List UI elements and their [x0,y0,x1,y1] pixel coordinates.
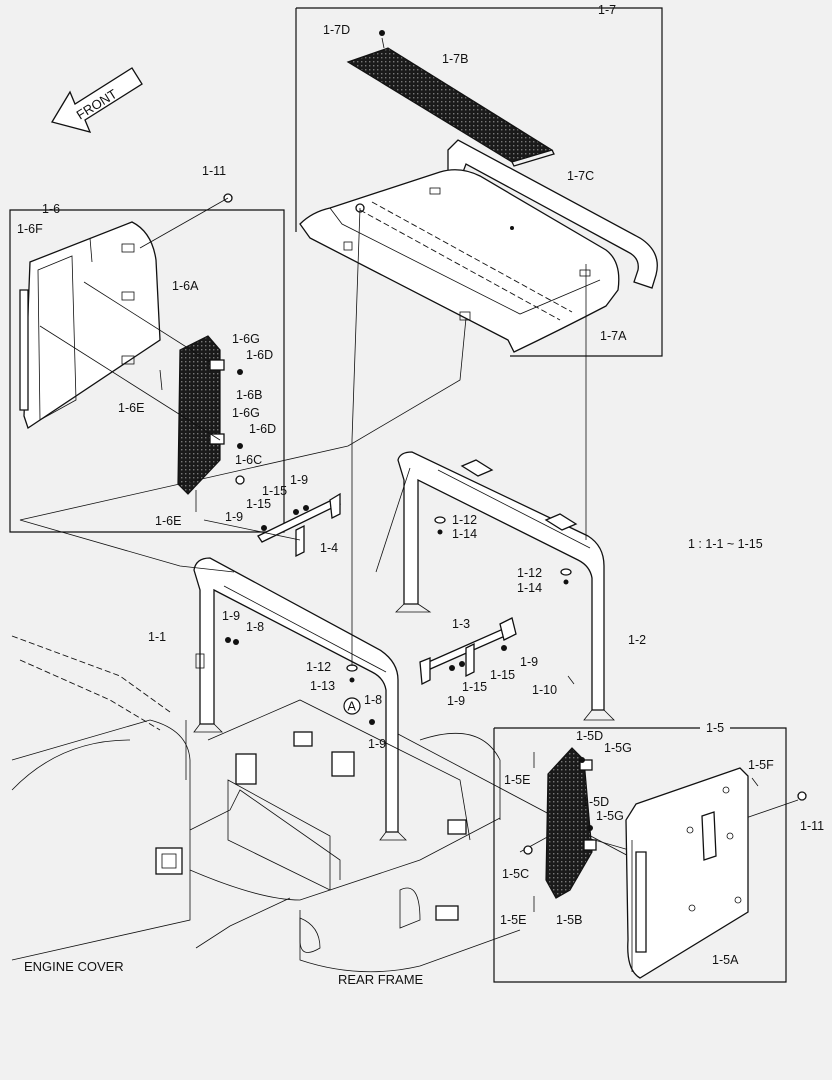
callout-1-6f: 1-6F [17,222,43,236]
leader-lines [19,37,799,861]
callout-1-9-f: 1-9 [368,737,386,751]
part-1-7c-seal [447,139,658,289]
bolt-1-7d-icon [379,30,385,36]
part-1-2-rear-frame [395,451,615,721]
fasteners-frame [225,505,572,725]
part-1-6a-door [19,221,161,430]
callout-1-14-a: 1-14 [452,527,477,541]
part-1-6b-grille [177,335,225,495]
callout-1-15-d: 1-15 [490,668,515,682]
callout-1-6d-1: 1-6D [246,348,273,362]
callout-1-9-c: 1-9 [222,609,240,623]
callout-1-11-top: 1-11 [202,164,226,178]
rear-frame-label: REAR FRAME [338,972,424,987]
callout-1-15-a: 1-15 [262,484,287,498]
callout-1-9-e: 1-9 [520,655,538,669]
callout-1-15-b: 1-15 [246,497,271,511]
callout-1-5b: 1-5B [556,913,582,927]
part-1-7a-roof [299,169,620,353]
callout-1-5: 1-5 [706,721,724,735]
callout-1-2: 1-2 [628,633,646,647]
callout-1-12-c: 1-12 [306,660,331,674]
callout-1-11-right: 1-11 [800,819,824,833]
part-1-5a-door [625,767,749,979]
callout-1-6g-2: 1-6G [232,406,260,420]
callout-1-9-b: 1-9 [225,510,243,524]
callout-1-7d: 1-7D [323,23,350,37]
part-1-3-bracket [419,617,517,686]
callout-1-4: 1-4 [320,541,338,555]
ratio-note: 1 : 1-1 ~ 1-15 [688,537,763,551]
callout-1-5d-2: 1-5D [582,795,609,809]
callout-1-8-b: 1-8 [364,693,382,707]
callout-1-7c: 1-7C [567,169,594,183]
callout-1-9-d: 1-9 [447,694,465,708]
callout-1-7b: 1-7B [442,52,468,66]
callout-1-14-b: 1-14 [517,581,542,595]
callout-1-5a: 1-5A [712,953,739,967]
part-1-1-front-frame [193,557,407,841]
callout-1-8-a: 1-8 [246,620,264,634]
part-1-7b-grille [346,47,555,167]
callout-1-1: 1-1 [148,630,166,644]
marker-a-icon: A [343,697,361,715]
callout-1-6e-2: 1-6E [155,514,181,528]
fasteners-1-5 [523,757,807,855]
part-1-4-bracket [257,492,341,558]
callout-1-15-c: 1-15 [462,680,487,694]
callout-1-6d-2: 1-6D [249,422,276,436]
part-1-5b-grille [545,747,597,899]
group-box-1-5 [493,727,787,983]
callout-1-6: 1-6 [42,202,60,216]
leader-1-5f [751,777,759,787]
callout-1-12-a: 1-12 [452,513,477,527]
callout-1-6e-1: 1-6E [118,401,144,415]
callout-1-5e-1: 1-5E [504,773,530,787]
engine-cover-label: ENGINE COVER [24,959,124,974]
callout-1-5e-2: 1-5E [500,913,526,927]
leader-1-6e [159,369,163,391]
callout-1-9-a: 1-9 [290,473,308,487]
callout-1-6g-1: 1-6G [232,332,260,346]
callout-1-10: 1-10 [532,683,557,697]
callout-1-7: 1-7 [598,3,616,17]
callout-labels: 1-7 1-7D 1-7B 1-7C 1-7A 1-11 1-6 1-6F 1-… [17,3,824,987]
callout-1-5c: 1-5C [502,867,529,881]
callout-1-5f: 1-5F [748,758,774,772]
callout-1-5g-2: 1-5G [596,809,624,823]
callout-1-6b: 1-6B [236,388,262,402]
callout-1-6a: 1-6A [172,279,199,293]
callout-1-6c: 1-6C [235,453,262,467]
fasteners-1-6 [235,369,245,485]
callout-1-12-b: 1-12 [517,566,542,580]
callout-1-5d-1: 1-5D [576,729,603,743]
marker-a-label: A [348,700,357,714]
callout-1-7a: 1-7A [600,329,627,343]
callout-1-13: 1-13 [310,679,335,693]
callout-1-3: 1-3 [452,617,470,631]
front-arrow-icon: FRONT [50,67,143,133]
callout-1-5g-1: 1-5G [604,741,632,755]
machine-outline [11,635,521,973]
